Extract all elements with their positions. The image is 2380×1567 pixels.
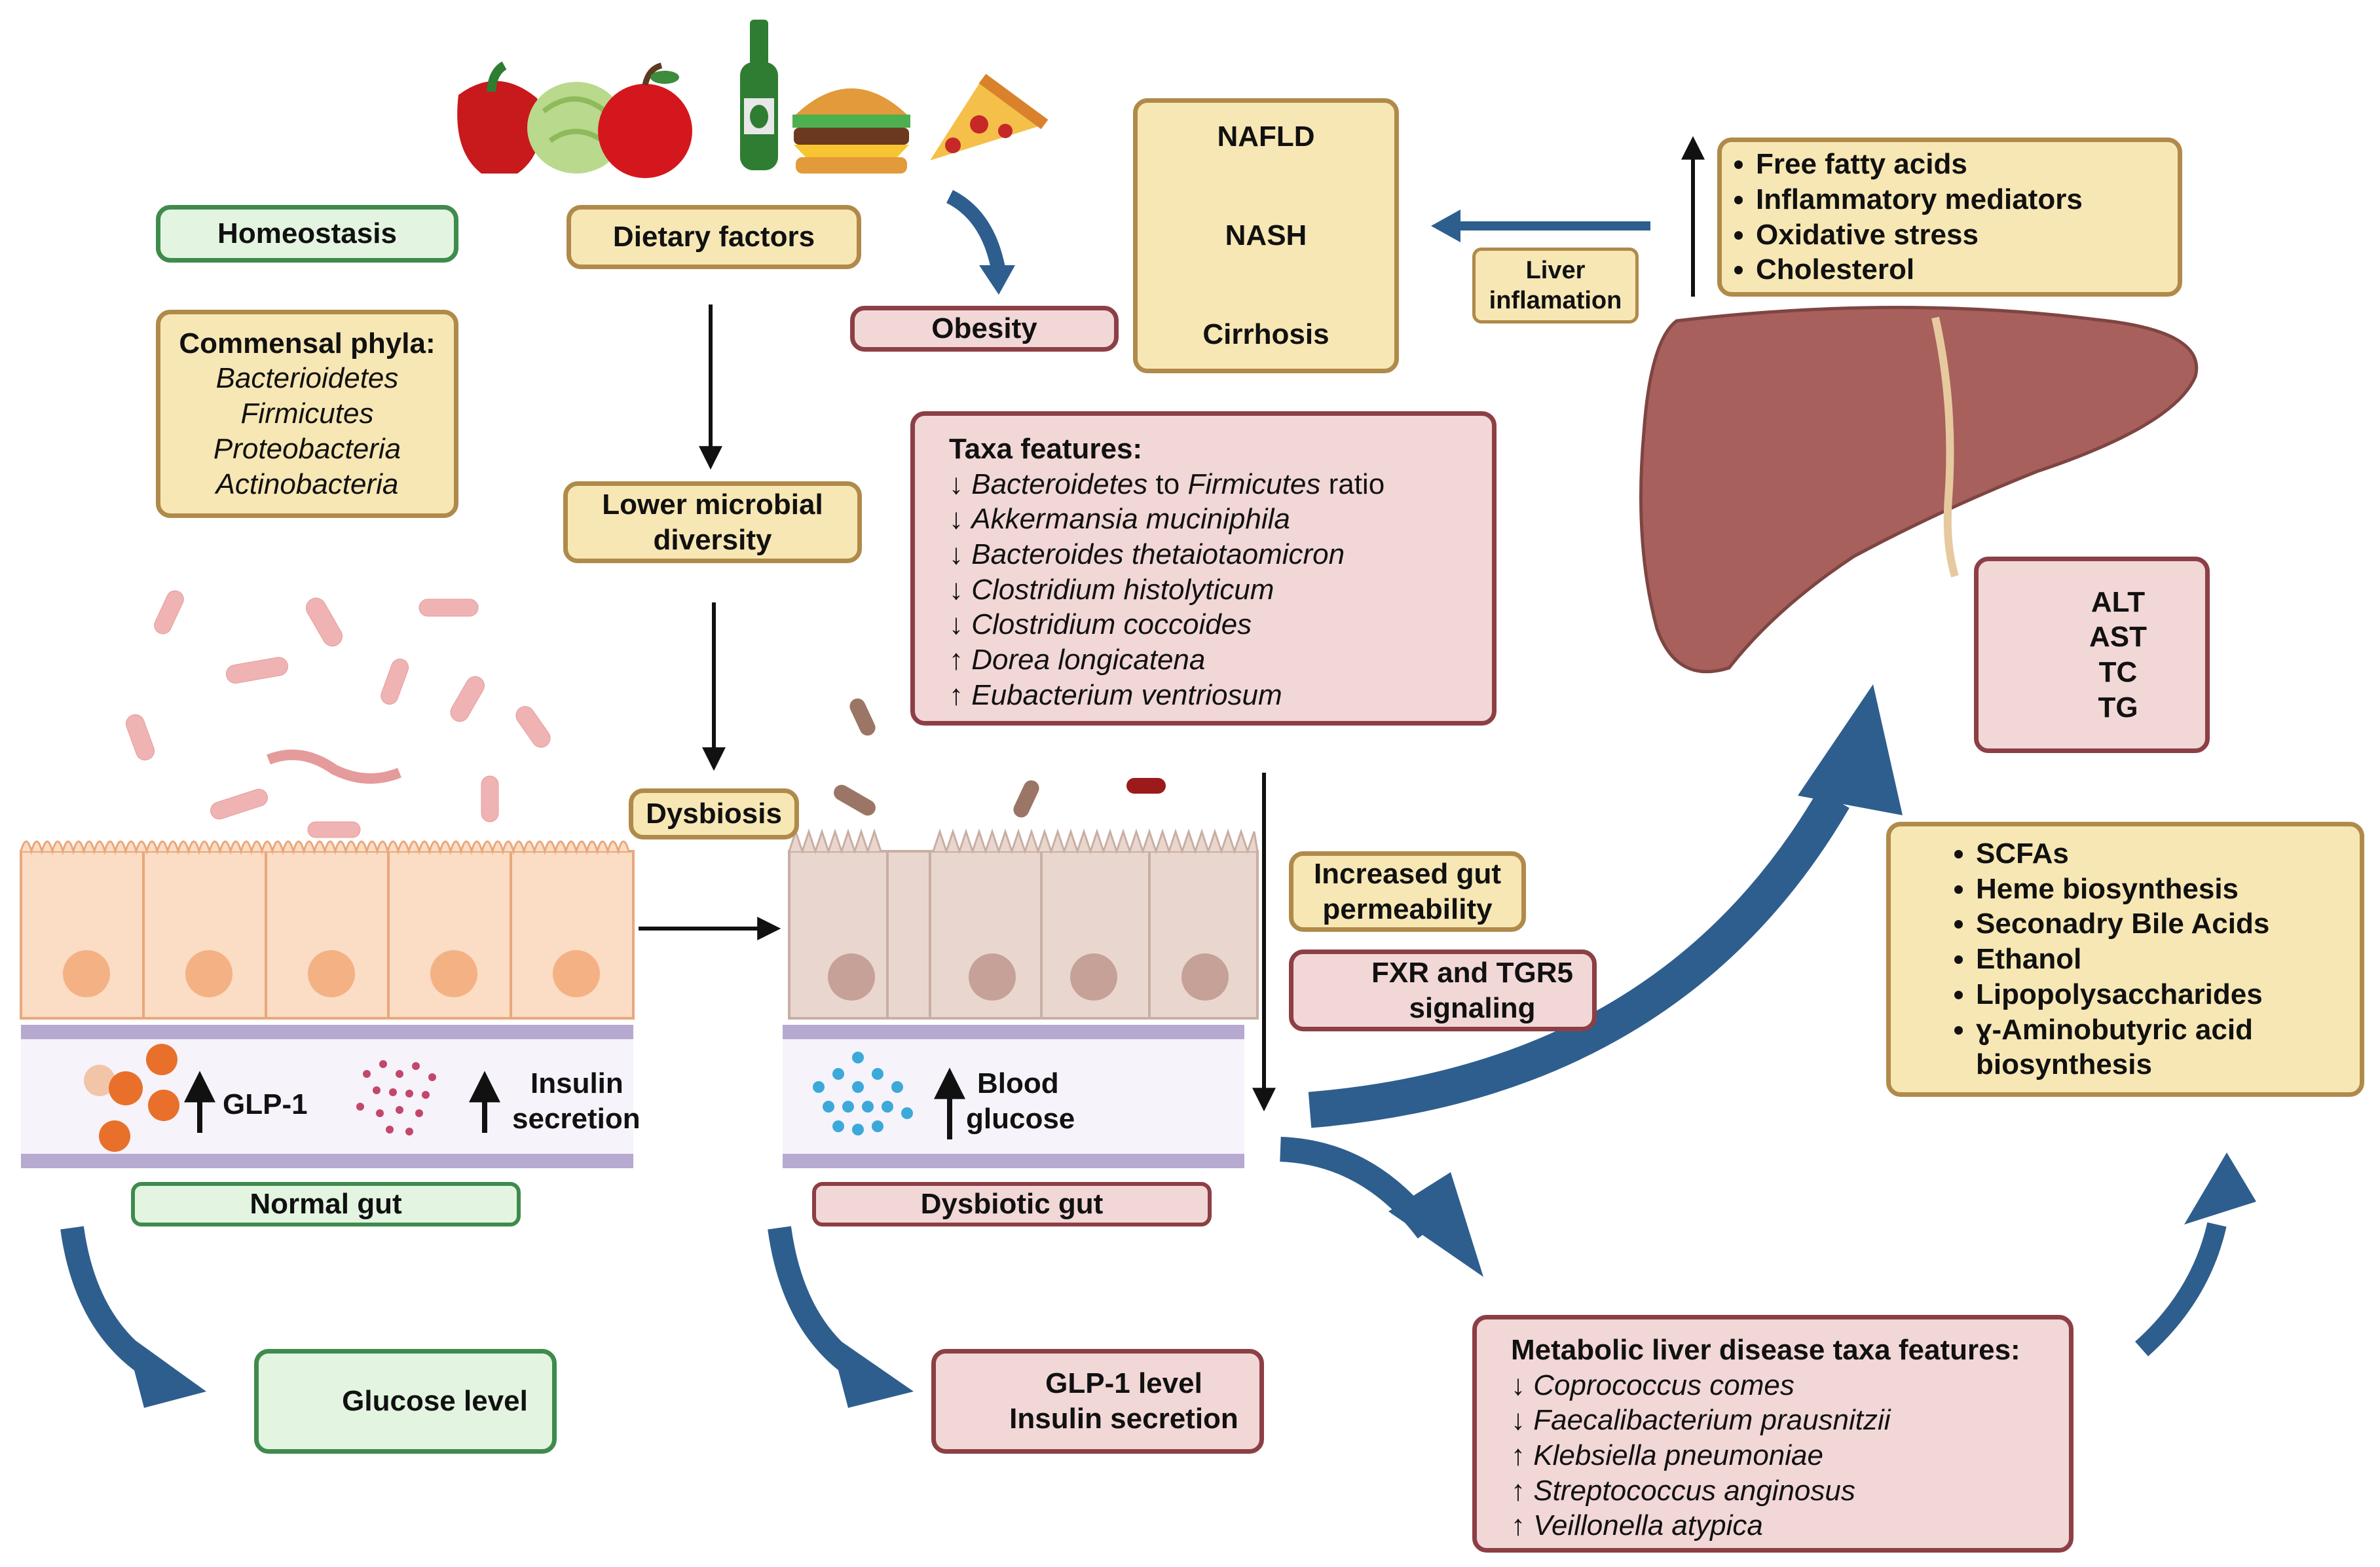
fxr-line1: FXR and TGR5 xyxy=(1371,956,1574,989)
taxa-title: Taxa features: xyxy=(949,433,1143,465)
normal-gut-label: Normal gut xyxy=(131,1182,521,1226)
commensal-bacteria-cluster xyxy=(125,590,551,838)
dysbiotic-gut-epithelium xyxy=(783,828,1259,1168)
taxa-row: ↓ Bacteroidetes to Firmicutes ratio xyxy=(949,468,1385,500)
glp1-level-line2: Insulin secretion xyxy=(1009,1403,1238,1435)
taxa-row: ↓ Clostridium coccoides xyxy=(949,608,1252,641)
enzyme-label: ALT xyxy=(2091,585,2146,618)
blood-line1: Blood xyxy=(977,1067,1059,1099)
liver-inflammation-box: Liver inflamation xyxy=(1472,248,1639,323)
gut-permeability-box: Increased gut permeability xyxy=(1289,851,1526,932)
metabolite-item: SCFAs xyxy=(1976,836,2277,872)
glucose-level-box: Glucose level xyxy=(254,1349,557,1454)
obesity-text: Obesity xyxy=(931,312,1037,345)
commensal-phylum: Bacterioidetes xyxy=(215,362,399,395)
pizza-icon xyxy=(930,73,1049,160)
metabolic-taxa-title: Metabolic liver disease taxa features: xyxy=(1511,1334,2020,1366)
liver-factors-box: Free fatty acids Inflammatory mediators … xyxy=(1717,138,2182,297)
glp1-level-line1: GLP-1 level xyxy=(1045,1367,1202,1400)
fxr-signaling-box: FXR and TGR5 signaling xyxy=(1289,949,1597,1031)
metabolite-item: Seconadry Bile Acids xyxy=(1976,906,2277,942)
glp1-level-box: GLP-1 level Insulin secretion xyxy=(931,1349,1264,1454)
insulin-line1: Insulin xyxy=(530,1067,623,1099)
commensal-phylum: Proteobacteria xyxy=(213,432,401,465)
metabolite-item: Heme biosynthesis xyxy=(1976,872,2277,907)
lower-diversity-box: Lower microbial diversity xyxy=(563,481,862,563)
liver-inflammation-line1: Liver xyxy=(1525,256,1586,284)
disease-progression-box: NAFLD NASH Cirrhosis xyxy=(1133,98,1399,373)
blood-line2: glucose xyxy=(966,1103,1075,1135)
apple-icon xyxy=(598,62,692,178)
liver-inflammation-line2: inflamation xyxy=(1489,287,1622,314)
metabolite-item: ɣ-Aminobutyric acid biosynthesis xyxy=(1976,1012,2277,1082)
dysbiosis-box: Dysbiosis xyxy=(629,788,799,839)
enzyme-label: TC xyxy=(2098,656,2138,688)
homeostasis-text: Homeostasis xyxy=(217,217,397,250)
gut-permeability-line2: permeability xyxy=(1322,893,1493,925)
progression-cirrhosis: Cirrhosis xyxy=(1202,318,1329,351)
glucose-level-text: Glucose level xyxy=(342,1385,528,1418)
dietary-factors-box: Dietary factors xyxy=(567,205,861,269)
obesity-box: Obesity xyxy=(850,306,1119,352)
metabolic-taxa-row: ↑ Klebsiella pneumoniae xyxy=(1511,1439,1823,1472)
normal-gut-text: Normal gut xyxy=(250,1188,402,1221)
homeostasis-label: Homeostasis xyxy=(156,205,458,263)
dietary-factors-text: Dietary factors xyxy=(612,221,815,253)
dysbiotic-gut-text: Dysbiotic gut xyxy=(920,1188,1104,1221)
taxa-row: ↑ Dorea longicatena xyxy=(949,644,1206,676)
pepper-icon xyxy=(457,61,541,174)
dysbiosis-text: Dysbiosis xyxy=(646,798,782,830)
taxa-features-box: Taxa features: ↓ Bacteroidetes to Firmic… xyxy=(910,411,1497,726)
enzyme-label: TG xyxy=(2098,691,2138,724)
metabolite-item: Lipopolysaccharides xyxy=(1976,977,2277,1012)
commensal-phylum: Firmicutes xyxy=(240,397,374,430)
taxa-row: ↑ Eubacterium ventriosum xyxy=(949,678,1282,711)
metabolic-taxa-row: ↑ Veillonella atypica xyxy=(1511,1509,1763,1542)
dysbiotic-gut-label: Dysbiotic gut xyxy=(812,1182,1212,1226)
lower-diversity-line1: Lower microbial xyxy=(602,488,823,521)
metabolites-box: SCFAs Heme biosynthesis Seconadry Bile A… xyxy=(1886,822,2364,1097)
liver-enzymes-box: ALT AST TC TG xyxy=(1974,557,2210,753)
commensal-phylum: Actinobacteria xyxy=(215,468,399,500)
enzyme-label: AST xyxy=(2089,621,2147,654)
lower-diversity-line2: diversity xyxy=(653,523,772,556)
liver-factor-item: Inflammatory mediators xyxy=(1756,182,2083,217)
metabolic-taxa-row: ↓ Coprococcus comes xyxy=(1511,1369,1794,1401)
insulin-line2: secretion xyxy=(512,1103,641,1135)
glp1-label: GLP-1 xyxy=(223,1088,308,1120)
liver-factor-item: Free fatty acids xyxy=(1756,147,2083,182)
liver-factor-item: Cholesterol xyxy=(1756,252,2083,287)
metabolite-item: Ethanol xyxy=(1976,942,2277,977)
progression-nafld: NAFLD xyxy=(1217,120,1315,153)
progression-nash: NASH xyxy=(1225,219,1307,252)
metabolic-taxa-box: Metabolic liver disease taxa features: ↓… xyxy=(1472,1315,2073,1553)
taxa-row: ↓ Clostridium histolyticum xyxy=(949,573,1274,606)
fxr-line2: signaling xyxy=(1409,991,1536,1024)
liver-illustration xyxy=(1639,306,2199,674)
commensal-phyla-box: Commensal phyla: Bacterioidetes Firmicut… xyxy=(156,310,458,518)
metabolic-taxa-row: ↓ Faecalibacterium prausnitzii xyxy=(1511,1404,1891,1437)
metabolic-taxa-row: ↑ Streptococcus anginosus xyxy=(1511,1474,1855,1507)
taxa-row: ↓ Bacteroides thetaiotaomicron xyxy=(949,538,1345,571)
liver-factor-item: Oxidative stress xyxy=(1756,217,2083,253)
taxa-row: ↓ Akkermansia muciniphila xyxy=(949,503,1290,536)
burger-icon xyxy=(792,88,910,174)
curved-blue-arrows xyxy=(60,190,2256,1408)
gut-permeability-line1: Increased gut xyxy=(1313,857,1502,890)
commensal-title: Commensal phyla: xyxy=(179,327,436,359)
beer-bottle-icon xyxy=(740,20,778,170)
normal-gut-epithelium xyxy=(20,840,635,1168)
